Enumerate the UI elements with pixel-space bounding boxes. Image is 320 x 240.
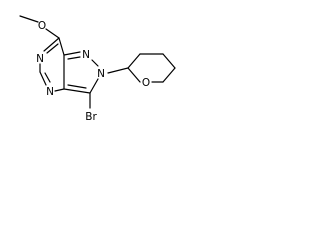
bond-n4-c3a — [54, 88, 65, 92]
bond-thp-1 — [127, 53, 141, 69]
bond-thp-6 — [127, 67, 141, 83]
bond-c7-n6-inner — [46, 43, 59, 54]
bond-thp-4 — [162, 67, 176, 83]
atom-o-methoxy: O — [38, 20, 46, 32]
atom-labels: O N N N N Br O — [36, 20, 150, 123]
bond-c7a-c7 — [58, 37, 65, 56]
atom-br: Br — [85, 111, 97, 123]
atom-n-ring5-a: N — [82, 49, 90, 61]
atom-n-ring6-a: N — [36, 53, 44, 65]
bond-c5-n4 — [39, 71, 47, 86]
bond-o-c7 — [45, 28, 60, 39]
bond-n2-c3 — [89, 78, 99, 94]
bond-c5-n4-inner — [44, 72, 51, 83]
bond-methyl-o — [19, 15, 39, 23]
atom-n-ring6-b: N — [46, 86, 54, 98]
bond-thp-3 — [162, 53, 176, 69]
molecule-structure: O N N N N Br O — [0, 0, 206, 138]
bond-c7a-n1-inner — [67, 56, 81, 60]
bond-c7a-n1 — [63, 51, 81, 56]
bond-c3-c3a — [63, 88, 91, 94]
bond-c7-n6 — [43, 37, 60, 52]
bonds — [19, 15, 176, 109]
bond-c3-c3a-inner — [67, 84, 87, 89]
atom-o-thp: O — [142, 77, 150, 89]
bond-n2-thp — [107, 67, 129, 74]
bond-n1-n2 — [91, 59, 99, 67]
atom-n-ring5-b: N — [97, 68, 105, 80]
